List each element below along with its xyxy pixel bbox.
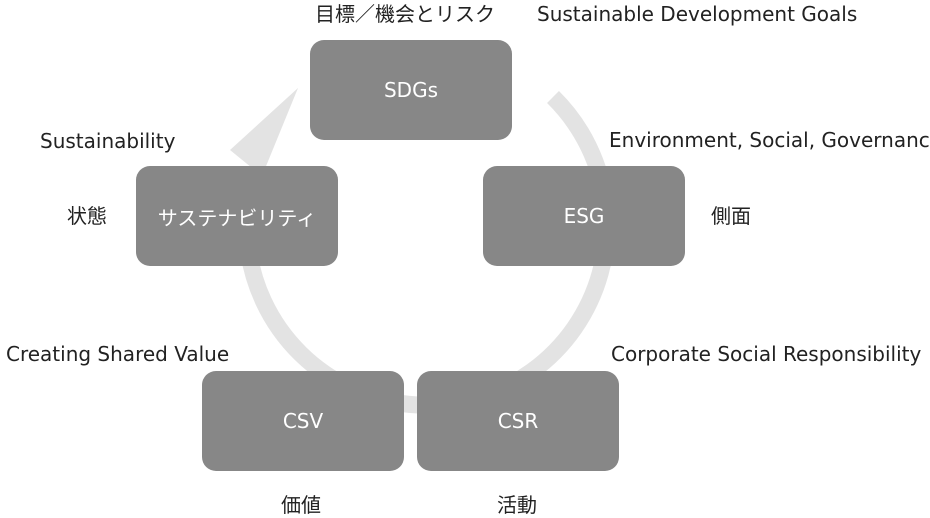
csr-jp-label: 活動 — [497, 493, 537, 517]
node-esg: ESG — [483, 166, 685, 266]
node-csv: CSV — [202, 371, 404, 471]
sdgs-jp-label: 目標／機会とリスク — [315, 2, 495, 26]
sdgs-en-label: Sustainable Development Goals — [537, 2, 858, 26]
csv-jp-label: 価値 — [281, 493, 321, 517]
csr-en-label: Corporate Social Responsibility — [611, 342, 922, 366]
node-esg-label: ESG — [563, 204, 605, 228]
sustainability-en-label: Sustainability — [40, 129, 176, 153]
node-sdgs: SDGs — [310, 40, 512, 140]
esg-jp-label: 側面 — [711, 204, 751, 228]
node-sustainability: サステナビリティ — [136, 166, 338, 266]
node-sustainability-label: サステナビリティ — [157, 205, 317, 230]
node-csv-label: CSV — [282, 409, 324, 433]
csv-en-label: Creating Shared Value — [6, 342, 230, 366]
esg-en-label: Environment, Social, Governance — [609, 128, 930, 152]
node-csr-label: CSR — [497, 409, 539, 433]
sustainability-jp-label: 状態 — [67, 204, 107, 228]
node-csr: CSR — [417, 371, 619, 471]
node-sdgs-label: SDGs — [383, 78, 438, 102]
